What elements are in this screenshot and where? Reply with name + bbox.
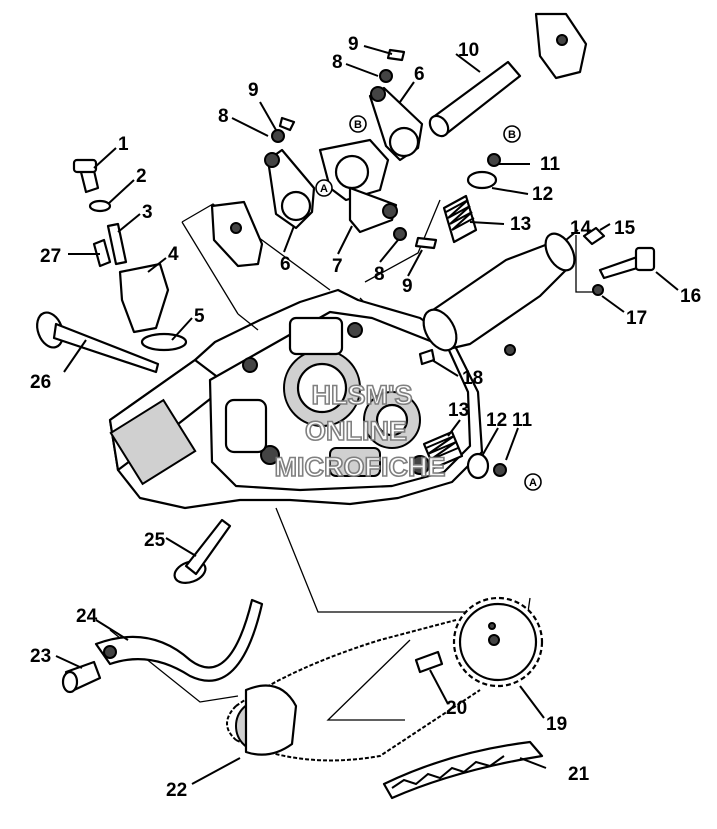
callout-8a: 8 — [332, 52, 343, 73]
callout-18: 18 — [462, 368, 483, 389]
callout-24: 24 — [76, 606, 98, 627]
cam-brackets — [210, 12, 588, 268]
callout-1: 1 — [118, 134, 129, 155]
callout-3: 3 — [142, 202, 153, 223]
callout-13a: 13 — [510, 214, 531, 235]
callout-8b: 8 — [218, 106, 229, 127]
camshaft — [418, 226, 656, 366]
cam-sprocket — [414, 596, 544, 688]
svg-text:ONLINE: ONLINE — [305, 416, 407, 446]
callout-6a: 6 — [414, 64, 425, 85]
callout-12a: 12 — [532, 184, 553, 205]
callout-22: 22 — [166, 780, 187, 801]
svg-text:HLSM'S: HLSM'S — [312, 380, 413, 410]
svg-text:A: A — [320, 183, 328, 195]
callout-11a: 11 — [540, 154, 561, 175]
callout-23: 23 — [30, 646, 51, 667]
callout-15: 15 — [614, 218, 636, 239]
callout-11b: 11 — [512, 410, 533, 431]
callout-16: 16 — [680, 286, 701, 307]
rocker-arms — [264, 86, 424, 234]
callout-12b: 12 — [486, 410, 507, 431]
chain-guide — [61, 598, 264, 694]
callout-4: 4 — [168, 244, 179, 265]
chain-tensioner-blade — [382, 740, 544, 800]
marker-a-upper: A — [315, 179, 333, 197]
callout-7: 7 — [332, 256, 343, 277]
cam-chain — [226, 619, 481, 762]
rocker-shaft — [428, 60, 522, 138]
callout-6b: 6 — [280, 254, 291, 275]
svg-text:B: B — [354, 119, 362, 131]
assembly-markers: B B A A — [315, 115, 542, 491]
marker-b-right: B — [503, 125, 521, 143]
svg-text:B: B — [508, 129, 516, 141]
callout-20: 20 — [446, 698, 467, 719]
callout-numbers: 1 2 3 4 5 6 6 7 8 8 8 9 9 9 10 11 11 12 … — [30, 34, 701, 801]
leader-lines — [55, 45, 679, 785]
valve-springs — [422, 153, 507, 480]
callout-14: 14 — [570, 218, 592, 239]
callout-9c: 9 — [402, 276, 413, 297]
callout-13b: 13 — [448, 400, 469, 421]
callout-9a: 9 — [348, 34, 359, 55]
valves — [36, 311, 232, 584]
callout-26: 26 — [30, 372, 51, 393]
callout-8c: 8 — [374, 264, 385, 285]
callout-25: 25 — [144, 530, 166, 551]
callout-5: 5 — [194, 306, 205, 327]
callout-21: 21 — [568, 764, 590, 785]
callout-9b: 9 — [248, 80, 259, 101]
callout-17: 17 — [626, 308, 647, 329]
watermark: HLSM'S ONLINE MICROFICHE — [274, 379, 447, 483]
cylinder-head — [108, 288, 484, 510]
svg-text:A: A — [529, 477, 537, 489]
tensioner-parts — [72, 158, 188, 352]
callout-27: 27 — [40, 246, 61, 267]
marker-a-lower: A — [524, 473, 542, 491]
marker-b-upper: B — [349, 115, 367, 133]
fasteners — [271, 48, 438, 250]
callout-10: 10 — [458, 40, 479, 61]
svg-text:MICROFICHE: MICROFICHE — [275, 452, 446, 482]
callout-19: 19 — [546, 714, 567, 735]
callout-2: 2 — [136, 166, 147, 187]
